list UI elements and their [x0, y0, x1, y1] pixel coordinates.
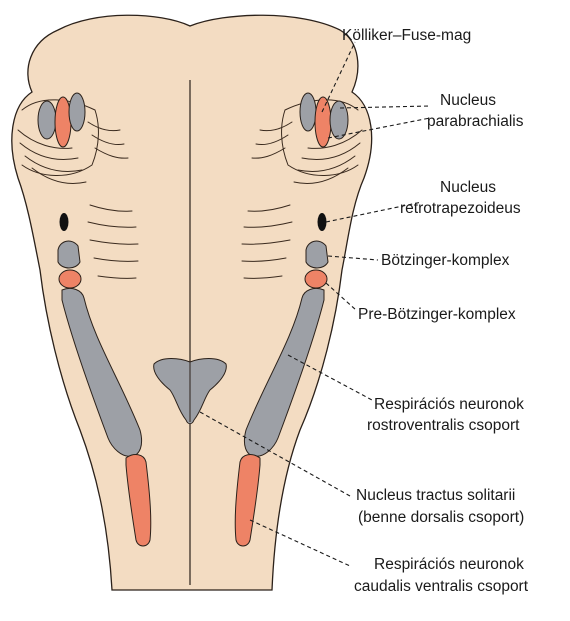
left-peduncle — [21, 99, 99, 176]
label-botzinger: Bötzinger-komplex — [381, 252, 510, 269]
right-caudal-ventral-group — [234, 454, 261, 547]
label-parabrachial-line2: parabrachialis — [427, 113, 524, 130]
right-kolliker-fuse-nucleus — [314, 96, 332, 148]
right-ridges — [241, 121, 363, 279]
right-parabrachial-nucleus-lateral — [329, 100, 349, 140]
label-retrotrapezoid-line1: Nucleus — [440, 179, 496, 196]
brainstem-body — [11, 14, 373, 591]
right-peduncle — [281, 99, 359, 176]
left-caudal-ventral-group — [125, 454, 152, 547]
left-retrotrapezoid-nucleus — [59, 213, 69, 231]
label-nts-line2: (benne dorsalis csoport) — [358, 509, 524, 526]
left-kolliker-fuse-nucleus — [54, 96, 72, 148]
left-botzinger-complex — [57, 240, 81, 269]
label-rvrg-line1: Respirációs neuronok — [374, 396, 524, 413]
label-nts-line1: Nucleus tractus solitarii — [356, 487, 515, 504]
right-retrotrapezoid-nucleus — [317, 213, 327, 231]
right-pre-botzinger-complex — [304, 269, 328, 289]
leader-lines — [199, 41, 431, 567]
left-parabrachial-nucleus — [37, 100, 57, 140]
label-rvrg-line2: rostroventralis csoport — [367, 417, 520, 434]
right-rostroventral-group — [243, 287, 325, 457]
left-rostroventral-group — [61, 287, 143, 457]
label-pre-botzinger: Pre-Bötzinger-komplex — [358, 306, 516, 323]
left-parabrachial-nucleus-medial — [68, 92, 86, 132]
label-kolliker-fuse: Kölliker–Fuse-mag — [342, 27, 471, 44]
left-ridges — [17, 121, 139, 279]
right-botzinger-complex — [305, 240, 329, 269]
right-parabrachial-nucleus — [299, 92, 317, 132]
label-cvrg-line2: caudalis ventralis csoport — [354, 578, 529, 595]
left-pre-botzinger-complex — [58, 269, 82, 289]
label-cvrg-line1: Respirációs neuronok — [374, 556, 524, 573]
label-retrotrapezoid-line2: retrotrapezoideus — [400, 200, 521, 217]
label-parabrachial-line1: Nucleus — [440, 92, 496, 109]
